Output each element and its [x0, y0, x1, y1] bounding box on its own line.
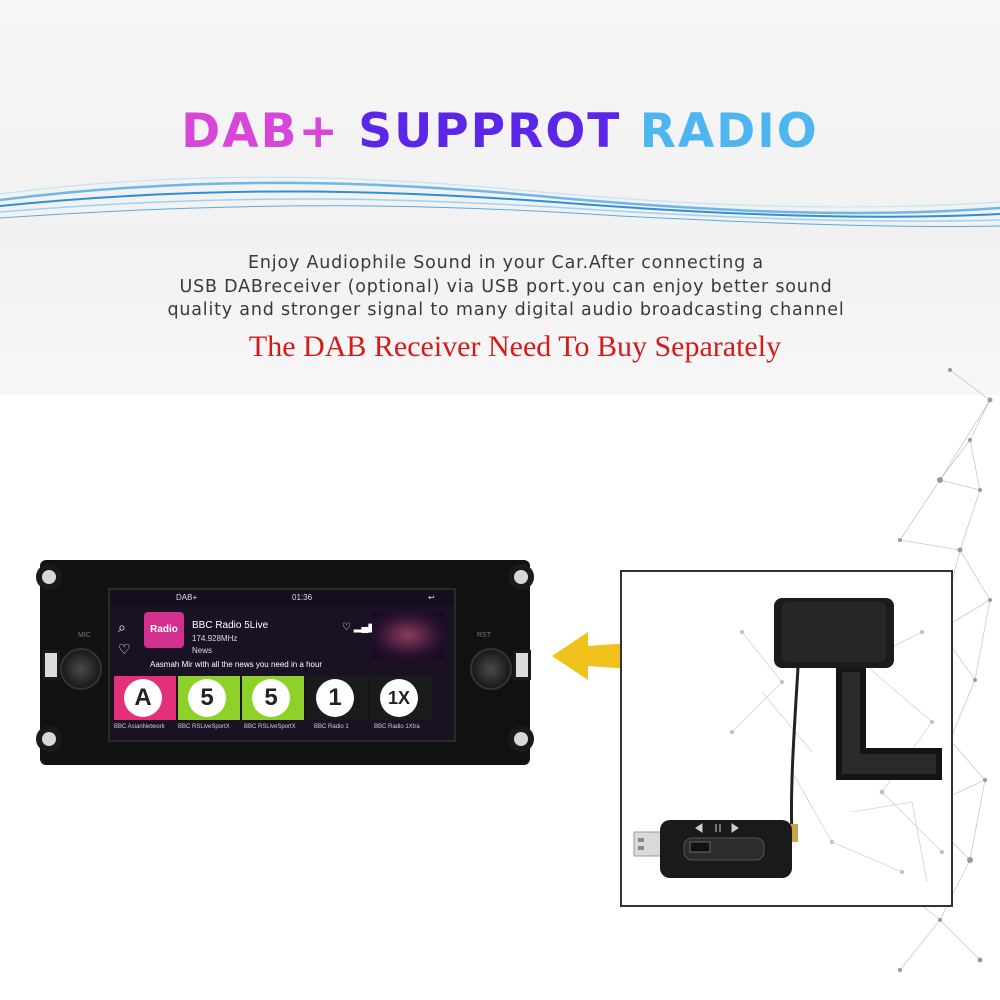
station-tile-name: BBC Radio 1Xtra	[374, 724, 420, 730]
head-unit-screen[interactable]: DAB+ 01:36 ↩ ⌕ ♡ Radio BBC Radio 5Live 1…	[108, 588, 456, 742]
side-icon-column: ⌕ ♡	[118, 616, 131, 660]
dab-receiver-photo-frame	[620, 570, 953, 907]
back-icon[interactable]: ↩	[428, 593, 435, 602]
dab-radio-logo: Radio	[144, 612, 184, 648]
status-app-name: DAB+	[176, 593, 198, 602]
now-playing-ticker: Aasmah Mir with all the news you need in…	[150, 660, 323, 669]
station-tile-glyph: 1	[316, 679, 354, 717]
mic-label: MIC	[78, 632, 91, 639]
station-tile-glyph: 5	[188, 679, 226, 717]
title-word-dab: DAB+	[181, 104, 340, 159]
station-tile-name: BBC RSLiveSportX	[244, 724, 296, 730]
station-tile[interactable]: A	[114, 676, 176, 720]
station-name: BBC Radio 5Live	[192, 620, 269, 631]
bracket-slot	[42, 650, 60, 680]
station-tile-name: BBC RSLiveSportX	[178, 724, 230, 730]
station-tile-glyph: A	[124, 679, 162, 717]
station-tile[interactable]: 1X	[370, 676, 432, 720]
description-line-1: Enjoy Audiophile Sound in your Car.After…	[248, 253, 764, 273]
right-knob[interactable]	[470, 648, 512, 690]
station-genre: News	[192, 646, 213, 655]
rst-label: RST	[477, 632, 491, 639]
mount-hole-icon	[36, 564, 62, 590]
station-tile-name: BBC Radio 1	[314, 724, 349, 730]
station-tile[interactable]: 5	[242, 676, 304, 720]
title-word-radio: RADIO	[639, 104, 819, 159]
mount-hole-icon	[508, 564, 534, 590]
title-word-supprot: SUPPROT	[358, 104, 622, 159]
station-tiles: A 5 5 1 1X	[114, 676, 450, 720]
station-tile-glyph: 5	[252, 679, 290, 717]
station-tile-name: BBC AsianNetwork	[114, 724, 165, 730]
search-icon[interactable]: ⌕	[118, 619, 126, 635]
car-head-unit: MIC RST DAB+ 01:36 ↩ ⌕ ♡ Radio BBC Radio…	[36, 560, 534, 765]
station-tile-glyph: 1X	[380, 679, 418, 717]
purchase-notice: The DAB Receiver Need To Buy Separately	[248, 330, 782, 363]
bracket-slot	[513, 650, 531, 680]
mount-hole-icon	[508, 726, 534, 752]
usb-dab-dongle-icon	[633, 598, 944, 883]
left-knob[interactable]	[60, 648, 102, 690]
status-bar: DAB+ 01:36 ↩	[110, 590, 454, 606]
status-time: 01:36	[292, 593, 313, 602]
station-tile[interactable]: 1	[306, 676, 368, 720]
signal-strength-icon: ♡ ▂▄▆	[342, 622, 377, 633]
station-tile[interactable]: 5	[178, 676, 240, 720]
description-line-3: quality and stronger signal to many digi…	[167, 300, 845, 320]
description-line-2: USB DABreceiver (optional) via USB port.…	[179, 276, 833, 297]
heart-icon[interactable]: ♡	[118, 641, 131, 657]
mount-hole-icon	[36, 726, 62, 752]
wave-decoration-icon	[0, 176, 1000, 228]
station-frequency: 174.928MHz	[192, 634, 238, 643]
page-title: DAB+ SUPPROT RADIO	[0, 104, 1000, 159]
album-art	[372, 612, 444, 658]
description: Enjoy Audiophile Sound in your Car.After…	[100, 252, 912, 323]
